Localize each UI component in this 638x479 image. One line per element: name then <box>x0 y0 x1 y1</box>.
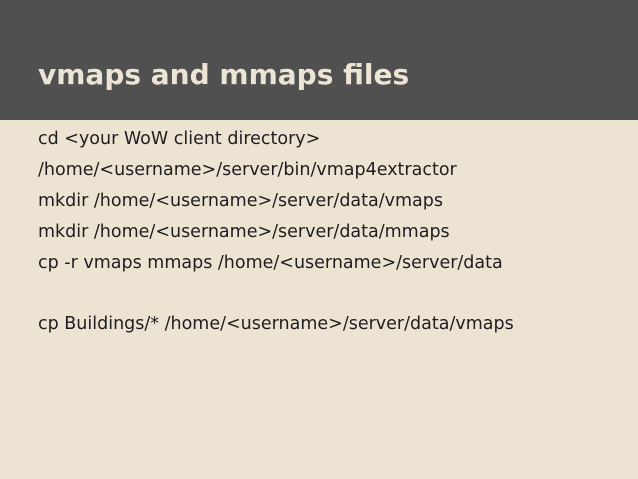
command-line-mkdir-mmaps: mkdir /home/<username>/server/data/mmaps <box>38 222 450 242</box>
slide-title: vmaps and mmaps files <box>38 58 410 91</box>
command-line-mkdir-vmaps: mkdir /home/<username>/server/data/vmaps <box>38 191 443 211</box>
command-line-extractor: /home/<username>/server/bin/vmap4extract… <box>38 160 457 180</box>
command-line-copy-maps: cp -r vmaps mmaps /home/<username>/serve… <box>38 253 503 273</box>
command-line-copy-buildings: cp Buildings/* /home/<username>/server/d… <box>38 314 514 334</box>
header-band: vmaps and mmaps files <box>0 0 638 120</box>
command-line-cd: cd <your WoW client directory> <box>38 129 321 149</box>
slide-body: cd <your WoW client directory> /home/<us… <box>38 120 628 340</box>
